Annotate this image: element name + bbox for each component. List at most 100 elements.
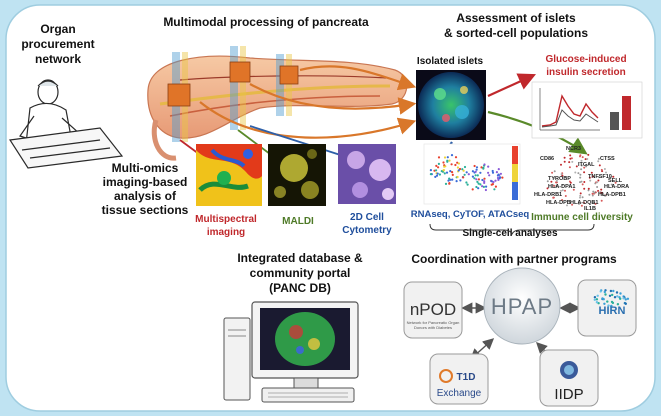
texture-dot xyxy=(448,177,451,180)
svg-text:IL1B: IL1B xyxy=(584,206,596,212)
svg-text:HLA-DPA1: HLA-DPA1 xyxy=(548,184,575,190)
texture-dot xyxy=(566,204,568,207)
database-title: Integrated database & community portal (… xyxy=(237,251,363,295)
texture-dot xyxy=(587,187,590,190)
texture-dot xyxy=(455,180,458,183)
texture-dot xyxy=(429,169,432,172)
texture-dot xyxy=(610,300,614,304)
texture-dot xyxy=(485,185,488,188)
texture-dot xyxy=(482,185,485,188)
texture-dot xyxy=(466,183,469,186)
texture-dot xyxy=(626,297,630,300)
texture-dot xyxy=(442,169,445,172)
svg-text:imaging: imaging xyxy=(207,227,245,238)
single-cell-brace xyxy=(429,223,595,236)
texture-dot xyxy=(596,186,599,188)
texture-dot xyxy=(603,290,606,294)
texture-dot xyxy=(450,163,453,166)
texture-dot xyxy=(563,156,566,159)
texture-dot xyxy=(596,294,599,297)
texture-dot xyxy=(592,201,595,204)
texture-dot xyxy=(462,169,465,172)
svg-text:insulin secretion: insulin secretion xyxy=(546,67,625,78)
assessment-title: Assessment of islets & sorted-cell popul… xyxy=(444,11,588,40)
texture-dot xyxy=(574,171,577,174)
texture-dot xyxy=(463,165,467,169)
texture-dot xyxy=(579,154,582,157)
texture-dot xyxy=(477,187,480,190)
texture-dot xyxy=(560,163,562,166)
texture-dot xyxy=(473,164,476,168)
svg-text:HIRN: HIRN xyxy=(599,305,626,317)
svg-text:Exchange: Exchange xyxy=(437,388,482,399)
texture-dot xyxy=(474,174,477,177)
texture-dot xyxy=(563,160,566,163)
texture-dot xyxy=(493,188,496,191)
texture-dot xyxy=(624,298,627,301)
texture-dot xyxy=(480,166,483,169)
texture-dot xyxy=(546,180,549,183)
texture-dot xyxy=(497,173,500,176)
texture-dot xyxy=(580,168,583,171)
svg-text:HLA-DPB1: HLA-DPB1 xyxy=(598,192,626,198)
single-cell-label: Single-cell analyses xyxy=(462,228,557,239)
texture-dot xyxy=(575,165,578,168)
texture-dot xyxy=(584,158,587,161)
texture-dot xyxy=(448,182,451,185)
texture-dot xyxy=(568,161,571,164)
texture-dot xyxy=(456,175,459,179)
texture-dot xyxy=(490,183,493,186)
texture-dot xyxy=(474,170,477,173)
organ-title: Organ procurement network xyxy=(21,22,94,66)
texture-dot xyxy=(593,298,596,301)
texture-dot xyxy=(579,196,581,199)
svg-text:TYROBP: TYROBP xyxy=(548,176,571,182)
cytometry-image xyxy=(338,144,396,204)
texture-dot xyxy=(613,296,617,299)
texture-dot xyxy=(580,204,583,207)
texture-dot xyxy=(446,156,449,159)
svg-text:Donors with Diabetes: Donors with Diabetes xyxy=(414,325,452,330)
texture-dot xyxy=(475,185,478,189)
texture-dot xyxy=(610,175,613,178)
texture-dot xyxy=(477,178,480,181)
texture-dot xyxy=(501,176,504,179)
texture-dot xyxy=(564,195,567,197)
texture-dot xyxy=(609,289,613,293)
svg-text:2D Cell: 2D Cell xyxy=(350,212,384,223)
texture-dot xyxy=(471,175,474,178)
texture-dot xyxy=(436,172,439,175)
texture-dot xyxy=(569,181,572,184)
texture-dot xyxy=(561,199,564,201)
multiomics-title: Multi-omics imaging-based analysis of ti… xyxy=(102,161,189,217)
svg-text:tissue sections: tissue sections xyxy=(102,203,189,217)
texture-dot xyxy=(435,164,438,167)
svg-text:procurement: procurement xyxy=(21,37,94,51)
texture-dot xyxy=(593,191,596,194)
svg-text:Cytometry: Cytometry xyxy=(342,225,392,236)
texture-dot xyxy=(444,182,448,185)
texture-dot xyxy=(560,173,563,176)
svg-text:HPAP: HPAP xyxy=(491,294,553,319)
immune-volcano-plot: NCR3 CD86 TYROBP TNFSF10 HLA-DRB1 HLA-DP… xyxy=(534,146,629,212)
texture-dot xyxy=(457,169,460,172)
glucose-label: Glucose-induced insulin secretion xyxy=(545,54,626,78)
isolated-islets-image xyxy=(416,70,486,140)
texture-dot xyxy=(476,180,479,183)
svg-text:T1D: T1D xyxy=(457,372,476,383)
svg-text:& sorted-cell populations: & sorted-cell populations xyxy=(444,26,588,40)
texture-dot xyxy=(553,184,556,187)
texture-dot xyxy=(612,289,615,293)
texture-dot xyxy=(429,173,432,176)
svg-text:Integrated database &: Integrated database & xyxy=(237,251,363,265)
texture-dot xyxy=(586,158,589,160)
texture-dot xyxy=(471,170,474,173)
texture-dot xyxy=(619,297,622,300)
texture-dot xyxy=(561,184,564,187)
texture-dot xyxy=(568,166,571,169)
texture-dot xyxy=(442,161,445,164)
svg-text:(PANC DB): (PANC DB) xyxy=(269,281,331,295)
texture-dot xyxy=(604,293,607,296)
maldi-image xyxy=(268,144,326,206)
hirn-logo: HIRN xyxy=(577,279,637,337)
